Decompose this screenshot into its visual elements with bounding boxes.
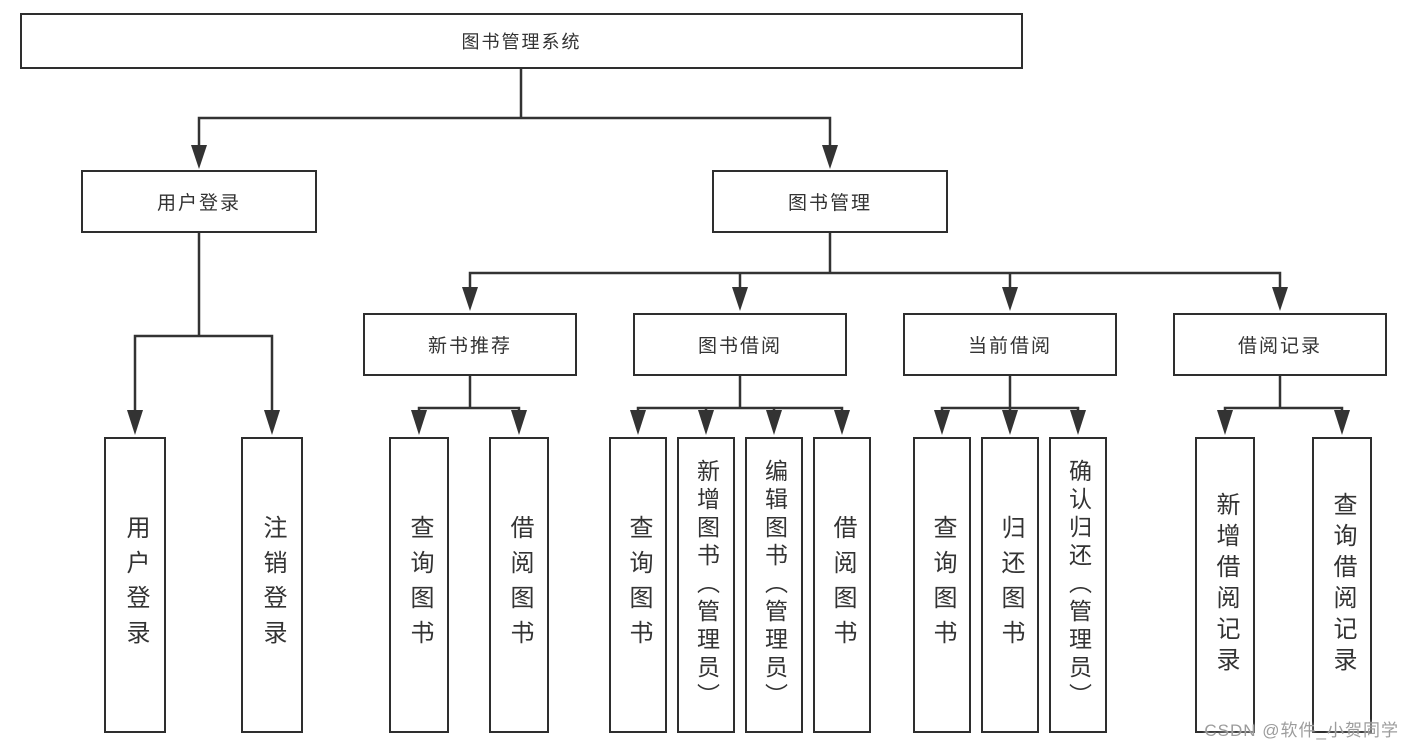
leaf-query-books-2: 查询图书 — [609, 437, 667, 733]
leaf-logout: 注销登录 — [241, 437, 303, 733]
leaf-confirm-return-admin: 确认归还（管理员） — [1049, 437, 1107, 733]
node-current-borrowing: 当前借阅 — [903, 313, 1117, 376]
node-new-book-recommend: 新书推荐 — [363, 313, 577, 376]
leaf-query-books-3: 查询图书 — [913, 437, 971, 733]
arrowhead-icon — [1334, 410, 1350, 435]
leaf-add-books-admin: 新增图书（管理员） — [677, 437, 735, 733]
node-label: 查询图书 — [406, 515, 433, 655]
node-label: 归还图书 — [997, 515, 1024, 655]
arrowhead-icon — [822, 145, 838, 169]
node-label: 图书管理 — [787, 193, 872, 214]
arrowhead-icon — [127, 410, 143, 435]
arrowhead-icon — [1272, 287, 1288, 311]
node-label: 查询图书 — [625, 515, 652, 655]
book-mgmt-branch-connector — [468, 231, 1282, 289]
node-label: 当前借阅 — [967, 336, 1052, 357]
leaf-borrow-books-2: 借阅图书 — [813, 437, 871, 733]
node-label: 查询借阅记录 — [1329, 492, 1356, 678]
arrowhead-icon — [511, 410, 527, 435]
node-library-management-system: 图书管理系统 — [20, 13, 1023, 69]
leaf-borrow-books-1: 借阅图书 — [489, 437, 549, 733]
arrowhead-icon — [1002, 410, 1018, 435]
node-label: 借阅图书 — [829, 515, 856, 655]
node-label: 编辑图书（管理员） — [761, 459, 788, 711]
leaf-add-borrow-record: 新增借阅记录 — [1195, 437, 1255, 733]
csdn-watermark: CSDN @软件_小贺同学 — [1204, 721, 1399, 740]
node-book-borrowing: 图书借阅 — [633, 313, 847, 376]
connector-lines — [133, 67, 1344, 413]
node-label: 图书借阅 — [697, 336, 782, 357]
arrowhead-icon — [462, 287, 478, 311]
arrowhead-icon — [1217, 410, 1233, 435]
node-label: 借阅记录 — [1237, 336, 1322, 357]
arrowhead-icon — [834, 410, 850, 435]
node-label: 借阅图书 — [506, 515, 533, 655]
node-borrow-records: 借阅记录 — [1173, 313, 1387, 376]
leaf-query-books-1: 查询图书 — [389, 437, 449, 733]
node-label: 确认归还（管理员） — [1065, 459, 1092, 711]
node-label: 新书推荐 — [427, 336, 512, 357]
arrowhead-icon — [698, 410, 714, 435]
level3-to-leaf-connectors — [417, 374, 1344, 413]
node-book-management: 图书管理 — [712, 170, 948, 233]
leaf-edit-books-admin: 编辑图书（管理员） — [745, 437, 803, 733]
arrowhead-icon — [191, 145, 207, 169]
arrowhead-icon — [766, 410, 782, 435]
node-label: 新增图书（管理员） — [693, 459, 720, 711]
arrowhead-icon — [1070, 410, 1086, 435]
arrowhead-icons — [127, 145, 1350, 435]
node-label: 用户登录 — [156, 193, 241, 214]
arrowhead-icon — [264, 410, 280, 435]
leaf-query-borrow-record: 查询借阅记录 — [1312, 437, 1372, 733]
root-to-level2-connector — [197, 67, 832, 147]
user-login-branch-connector — [133, 230, 274, 412]
node-user-login: 用户登录 — [81, 170, 317, 233]
leaf-user-login: 用户登录 — [104, 437, 166, 733]
node-label: 查询图书 — [929, 515, 956, 655]
leaf-return-books: 归还图书 — [981, 437, 1039, 733]
arrowhead-icon — [934, 410, 950, 435]
node-label: 注销登录 — [259, 515, 286, 655]
arrowhead-icon — [630, 410, 646, 435]
arrowhead-icon — [411, 410, 427, 435]
arrowhead-icon — [1002, 287, 1018, 311]
arrowhead-icon — [732, 287, 748, 311]
node-label: 新增借阅记录 — [1212, 492, 1239, 678]
node-label: 用户登录 — [122, 515, 149, 655]
node-label: 图书管理系统 — [461, 32, 582, 52]
